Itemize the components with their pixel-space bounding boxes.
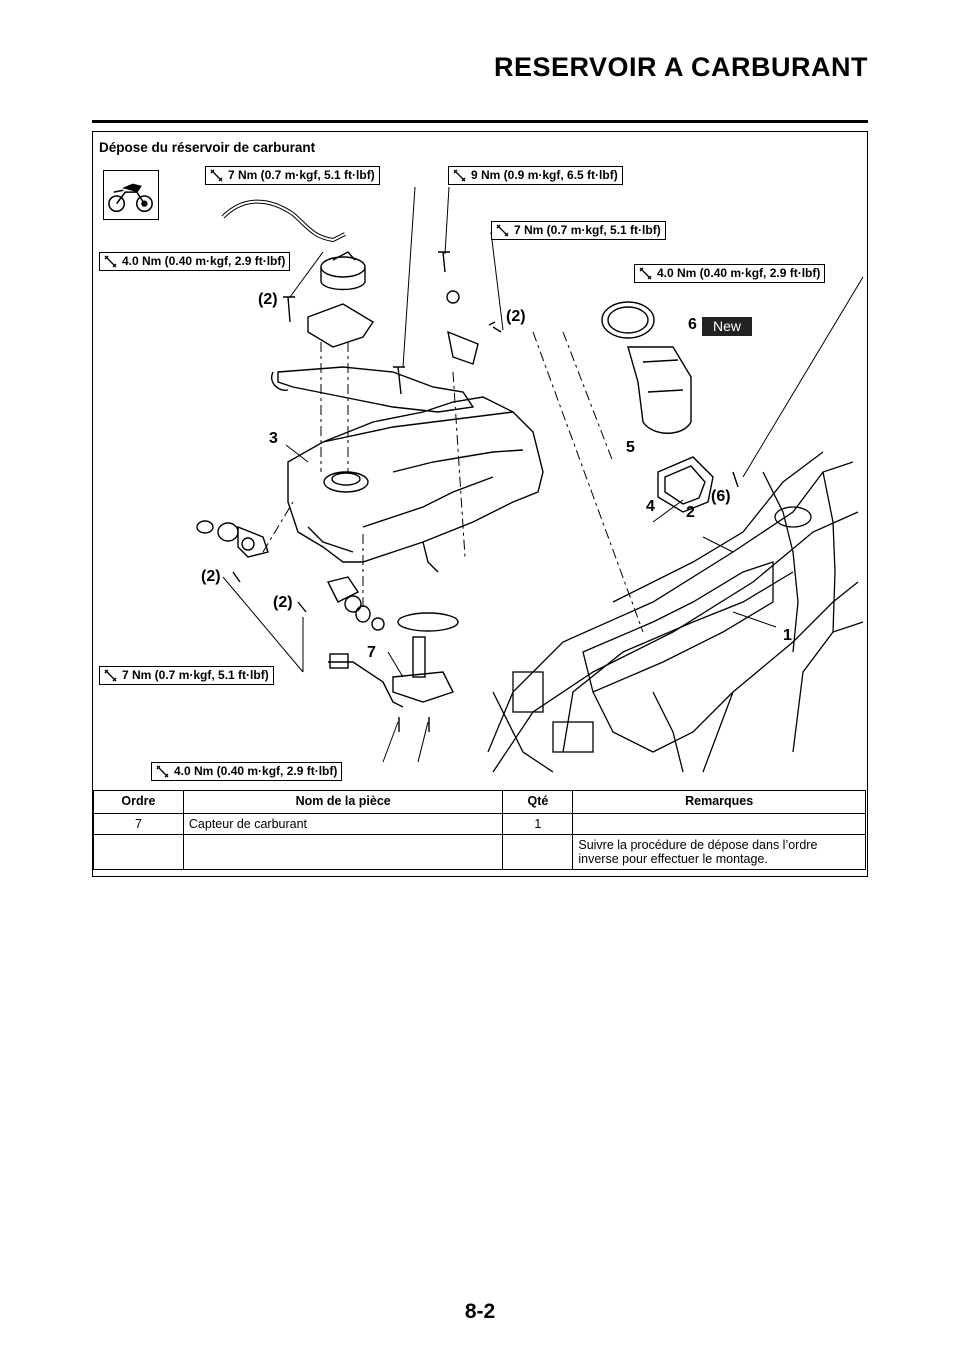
motorcycle-icon: [103, 170, 159, 220]
torque-wrench-icon: [639, 267, 652, 280]
new-badge: New: [702, 317, 752, 336]
torque-wrench-icon: [496, 224, 509, 237]
cell-qty: 1: [502, 813, 574, 835]
breather-hose: [221, 199, 346, 243]
part-number-7: 7: [367, 644, 376, 661]
part-number-1: 1: [783, 627, 792, 644]
page-number: 8-2: [464, 1300, 496, 1323]
column-header-order: Ordre: [93, 790, 184, 814]
cap-cover: [307, 303, 374, 348]
cell-part-name: Capteur de carburant: [182, 813, 504, 835]
torque-label: 4.0 Nm (0.40 m·kgf, 2.9 ft·lbf): [151, 762, 343, 781]
torque-wrench-icon: [156, 765, 169, 778]
column-header-part-name: Nom de la pièce: [182, 790, 504, 814]
cell-remark: [572, 813, 866, 835]
quantity-callout: (6): [711, 488, 731, 505]
fuel-sender-drawing: [328, 612, 459, 732]
part-number-2: 2: [686, 504, 695, 521]
title-rule: [92, 120, 868, 123]
column-header-remarks: Remarques: [572, 790, 866, 814]
torque-wrench-icon: [104, 669, 117, 682]
quantity-callout: (2): [201, 568, 221, 585]
torque-wrench-icon: [453, 169, 466, 182]
torque-wrench-icon: [104, 255, 117, 268]
exploded-diagram: [196, 186, 864, 773]
torque-label: 7 Nm (0.7 m·kgf, 5.1 ft·lbf): [99, 666, 274, 685]
table-header-row: Ordre Nom de la pièce Qté Remarques: [93, 790, 866, 814]
fuel-pump-drawing: [601, 301, 739, 513]
torque-wrench-icon: [210, 169, 223, 182]
quantity-callout: (2): [506, 308, 526, 325]
table-row: 7 Capteur de carburant 1: [93, 813, 866, 835]
cell-qty: [502, 834, 574, 870]
cell-remark: Suivre la procédure de dépose dans l’ord…: [572, 834, 866, 870]
dash-lines: [262, 331, 644, 633]
torque-label: 7 Nm (0.7 m·kgf, 5.1 ft·lbf): [205, 166, 380, 185]
cell-part-name: [182, 834, 504, 870]
cell-order: 7: [93, 813, 184, 835]
motorcycle-frame: [487, 451, 864, 773]
parts-table: Ordre Nom de la pièce Qté Remarques 7 Ca…: [93, 790, 866, 870]
torque-label: 9 Nm (0.9 m·kgf, 6.5 ft·lbf): [448, 166, 623, 185]
torque-label: 4.0 Nm (0.40 m·kgf, 2.9 ft·lbf): [634, 264, 826, 283]
part-number-5: 5: [626, 439, 635, 456]
diagram-frame: Dépose du réservoir de carburant 7 Nm (0…: [92, 131, 868, 877]
quantity-callout: (2): [258, 291, 278, 308]
part-number-4: 4: [646, 498, 655, 515]
fuel-cap-drawing: [320, 251, 366, 291]
quantity-callout: (2): [273, 594, 293, 611]
part-number-3: 3: [269, 430, 278, 447]
table-row: Suivre la procédure de dépose dans l’ord…: [93, 834, 866, 870]
leader-lines: [222, 186, 864, 763]
part-number-6: 6: [688, 316, 697, 333]
left-fittings: [196, 520, 385, 631]
section-title: Dépose du réservoir de carburant: [99, 140, 316, 155]
page-title: RESERVOIR A CARBURANT: [493, 52, 868, 82]
fuel-tank-drawing: [287, 396, 544, 573]
torque-label: 4.0 Nm (0.40 m·kgf, 2.9 ft·lbf): [99, 252, 291, 271]
column-header-qty: Qté: [502, 790, 574, 814]
cell-order: [93, 834, 184, 870]
torque-label: 7 Nm (0.7 m·kgf, 5.1 ft·lbf): [491, 221, 666, 240]
